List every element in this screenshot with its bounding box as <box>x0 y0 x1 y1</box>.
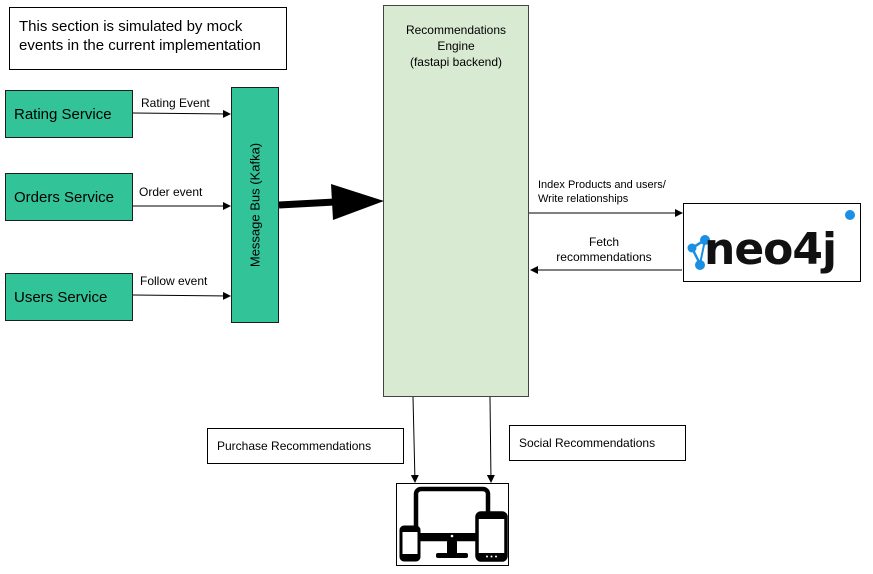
recommendations-engine-node: Recommendations Engine (fastapi backend) <box>383 5 529 397</box>
neo4j-logo-icon: neo4j <box>687 210 855 275</box>
client-devices-node <box>396 483 509 566</box>
rating-service-node: Rating Service <box>5 90 133 138</box>
fetch-line-1: Fetch <box>588 235 619 249</box>
fetch-recommendations-label: Fetch recommendations <box>548 235 660 265</box>
note-line-2: events in the current implementation <box>19 37 261 54</box>
rating-service-label: Rating Service <box>14 105 112 123</box>
rating-event-label: Rating Event <box>141 96 210 110</box>
purchase-recommendations-arrow <box>410 396 419 483</box>
index-products-line-2: Write relationships <box>538 193 629 205</box>
rating-event-arrow <box>132 109 231 118</box>
social-recommendations-box: Social Recommendations <box>509 425 686 461</box>
follow-event-label: Follow event <box>140 274 208 288</box>
index-products-line-1: Index Products and users/ <box>538 179 666 191</box>
orders-service-node: Orders Service <box>5 173 133 221</box>
follow-event-arrow <box>132 291 231 300</box>
orders-service-label: Orders Service <box>14 188 115 206</box>
bus-to-engine-arrowhead <box>331 184 384 220</box>
users-service-label: Users Service <box>14 288 108 306</box>
users-service-node: Users Service <box>5 273 133 321</box>
bus-to-engine-arrow <box>278 198 336 209</box>
note-line-1: This section is simulated by mock <box>19 18 243 35</box>
purchase-recommendations-box: Purchase Recommendations <box>207 428 404 464</box>
engine-line-2: Engine <box>437 39 475 53</box>
devices-icon <box>399 486 508 562</box>
order-event-label: Order event <box>139 185 203 199</box>
engine-line-3: (fastapi backend) <box>409 55 503 69</box>
message-bus-node: Message Bus (Kafka) <box>231 87 279 323</box>
neo4j-logo-text: neo4j <box>704 224 836 275</box>
index-products-label: Index Products and users/ Write relation… <box>538 178 666 206</box>
purchase-recommendations-label: Purchase Recommendations <box>217 439 372 453</box>
note-box: This section is simulated by mock events… <box>9 7 287 70</box>
fetch-line-2: recommendations <box>556 250 652 264</box>
engine-line-1: Recommendations <box>405 23 507 37</box>
neo4j-node: neo4j <box>683 203 861 282</box>
social-recommendations-arrow <box>486 396 495 483</box>
social-recommendations-label: Social Recommendations <box>519 436 656 450</box>
